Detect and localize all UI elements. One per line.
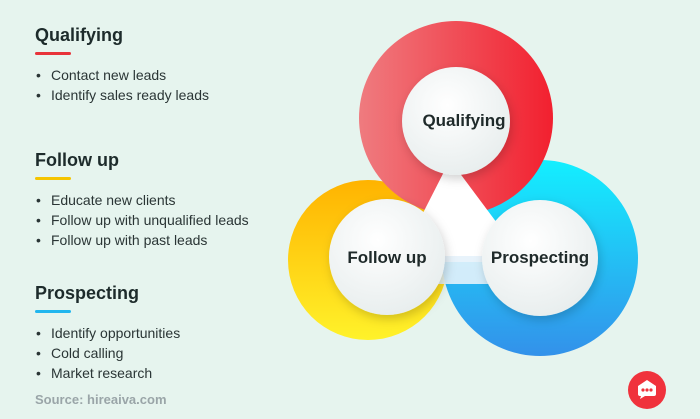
section-follow-up: Follow up Educate new clients Follow up … [35, 149, 315, 250]
section-title: Prospecting [35, 283, 140, 303]
bullet-list: Educate new clients Follow up with unqua… [35, 190, 315, 250]
bullet-list: Identify opportunities Cold calling Mark… [35, 323, 315, 383]
source-credit: Source: hireaiva.com [35, 392, 167, 407]
list-item: Follow up with past leads [35, 230, 315, 250]
section-title: Qualifying [35, 25, 124, 45]
section-prospecting: Prospecting Identify opportunities Cold … [35, 282, 315, 383]
list-item: Identify opportunities [35, 323, 315, 343]
inner-circle-qualifying [402, 67, 510, 175]
inner-circle-prospecting [482, 200, 598, 316]
title-underline [35, 177, 71, 180]
list-item: Educate new clients [35, 190, 315, 210]
label-follow-up: Follow up [347, 248, 426, 267]
list-item: Contact new leads [35, 65, 315, 85]
bullet-list: Contact new leads Identify sales ready l… [35, 65, 315, 105]
title-underline [35, 52, 71, 55]
section-qualifying: Qualifying Contact new leads Identify sa… [35, 24, 315, 105]
chat-bubble-icon [628, 371, 666, 409]
list-item: Market research [35, 363, 315, 383]
inner-circle-follow-up [329, 199, 445, 315]
section-title: Follow up [35, 150, 119, 170]
label-qualifying: Qualifying [422, 111, 505, 130]
label-prospecting: Prospecting [491, 248, 589, 267]
title-underline [35, 310, 71, 313]
list-item: Identify sales ready leads [35, 85, 315, 105]
list-item: Cold calling [35, 343, 315, 363]
list-item: Follow up with unqualified leads [35, 210, 315, 230]
